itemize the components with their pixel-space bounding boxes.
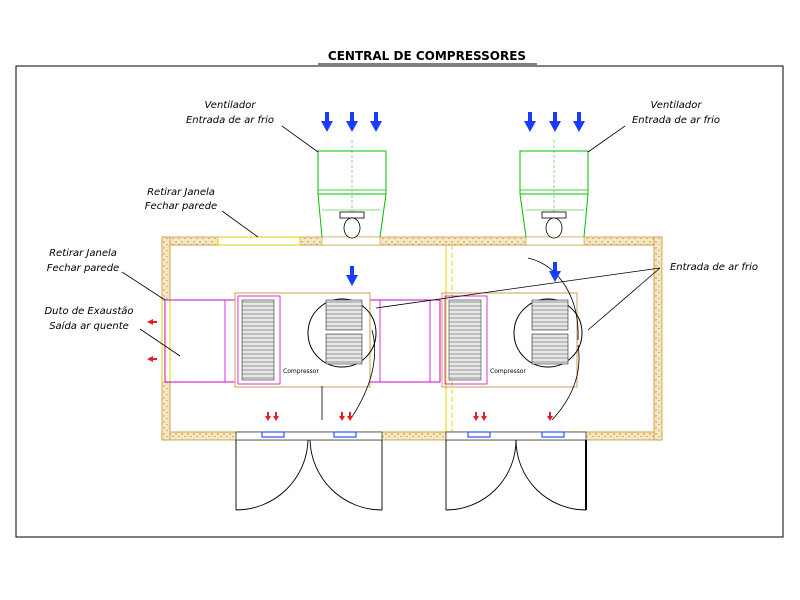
label-retirar-janela-top: Retirar Janela — [147, 187, 215, 198]
cool-air-arrows — [321, 112, 585, 286]
leader-lines — [121, 125, 661, 357]
label-fechar-parede-left: Fechar parede — [47, 263, 119, 274]
hot-air-arrows — [147, 319, 553, 421]
label-saida-ar-quente: Saída ar quente — [49, 320, 129, 332]
label-entrada-ar-frio-right: Entrada de ar frio — [632, 115, 720, 126]
bottom-windows — [261, 431, 565, 438]
fan-right — [519, 140, 589, 239]
diagram-title: CENTRAL DE COMPRESSORES — [328, 49, 526, 63]
label-ventilador-left: Ventilador — [205, 100, 257, 111]
doors — [235, 439, 587, 511]
compressor-label-left: Compressor — [283, 368, 319, 375]
label-entrada-ar-frio-left: Entrada de ar frio — [186, 115, 274, 126]
fan-left — [317, 140, 387, 239]
exhaust-duct — [164, 299, 441, 383]
compressor-unit-right: Compressor — [441, 292, 583, 388]
label-ventilador-right: Ventilador — [651, 100, 703, 111]
compressor-unit-left: Compressor — [234, 292, 377, 388]
airflow-guides — [321, 257, 580, 421]
label-entrada-ar-frio-mid: Entrada de ar frio — [670, 262, 758, 273]
compressor-label-right: Compressor — [490, 368, 526, 375]
label-duto-exaustao: Duto de Exaustão — [44, 306, 133, 317]
drawing-frame — [15, 65, 784, 538]
label-fechar-parede-top: Fechar parede — [145, 201, 217, 212]
building-walls — [161, 236, 663, 441]
label-retirar-janela-left: Retirar Janela — [49, 248, 117, 259]
